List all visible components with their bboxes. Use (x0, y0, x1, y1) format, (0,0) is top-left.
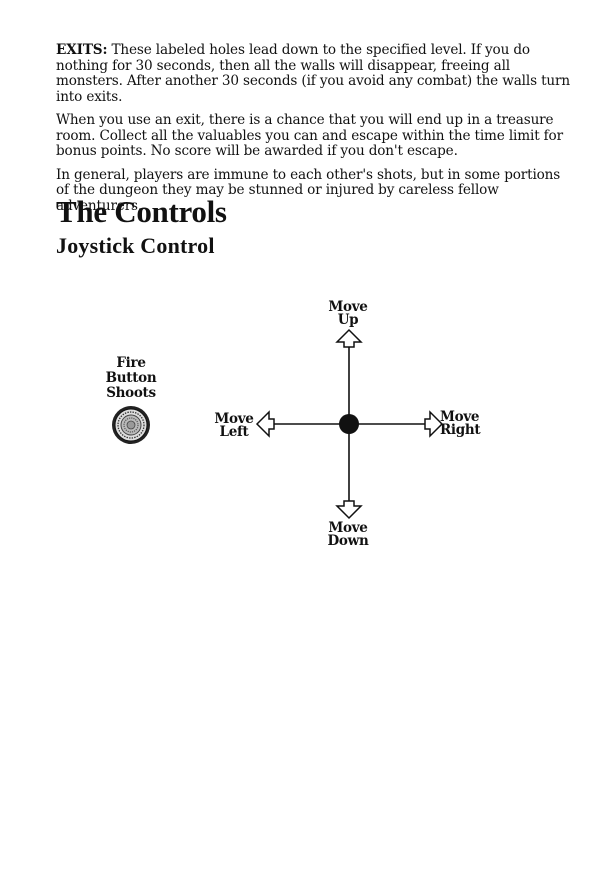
treasure-paragraph: When you use an exit, there is a chance … (56, 112, 563, 159)
page-title: The Controls (56, 194, 227, 229)
joystick-center-icon (339, 414, 359, 434)
fire-button-label: Fire Button Shoots (105, 355, 157, 401)
arrow-up-icon (335, 328, 363, 348)
arrow-left-icon (255, 410, 275, 438)
arrow-down-icon (335, 500, 363, 520)
section-title: Joystick Control (56, 233, 215, 258)
move-right-label: Move Right (440, 409, 481, 438)
move-up-label: Move Up (328, 299, 368, 328)
body-text: EXITS: These labeled holes lead down to … (56, 42, 576, 222)
move-down-label: Move Down (327, 520, 369, 549)
immunity-paragraph: In general, players are immune to each o… (56, 166, 561, 214)
move-left-label: Move Left (214, 411, 254, 440)
exits-paragraph: EXITS: These labeled holes lead down to … (56, 42, 576, 105)
arrow-right-icon (424, 410, 444, 438)
exits-text: These labeled holes lead down to the spe… (56, 42, 570, 105)
fire-button-icon (112, 406, 150, 444)
exits-label: EXITS: (56, 42, 108, 58)
